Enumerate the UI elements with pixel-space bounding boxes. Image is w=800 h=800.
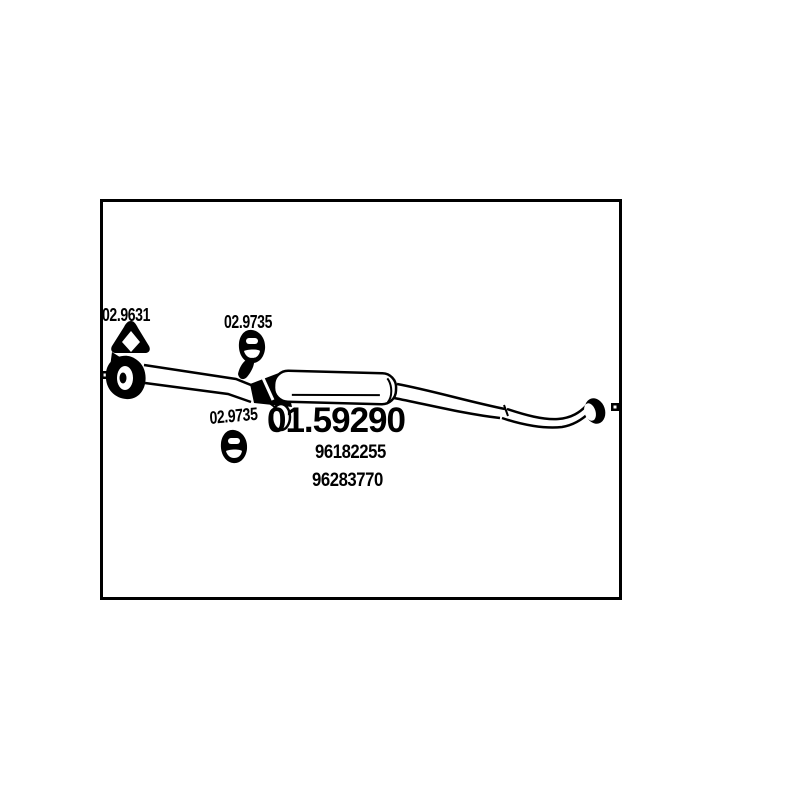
triangle-gasket-icon: [111, 321, 150, 353]
hanger-ring: [267, 401, 292, 432]
front-flange: [105, 352, 146, 400]
rubber-mount-icon-bottom: [220, 429, 248, 464]
hanger-bracket: [238, 357, 255, 380]
oem-number-1: 96182255: [315, 442, 386, 463]
silencer-body: [272, 369, 398, 406]
hanger-part-label-top: 02.9735: [224, 312, 273, 332]
main-part-number: 01.59290: [267, 401, 406, 440]
oem-number-2: 96283770: [312, 470, 383, 491]
frame-connector-marker-right: [611, 403, 619, 411]
rear-pipe: [393, 382, 591, 429]
hanger-part-label-bottom: 02.9735: [208, 403, 258, 428]
frame-connector-marker-left: [101, 371, 109, 379]
gasket-part-label: 02.9631: [102, 305, 151, 325]
rear-end-sleeve: [584, 398, 606, 424]
front-pipe: [143, 363, 257, 404]
